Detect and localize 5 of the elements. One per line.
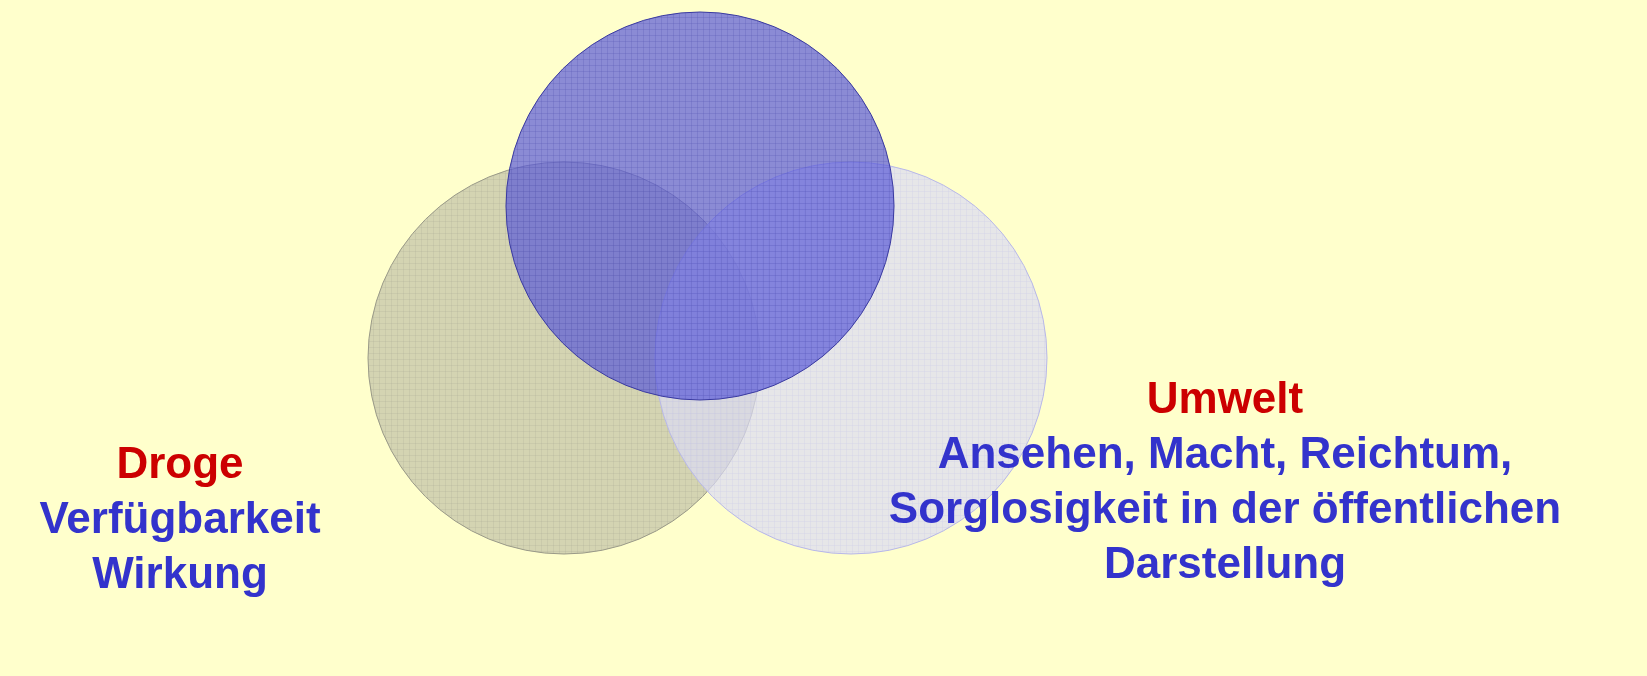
heading: Umwelt bbox=[1145, 372, 1305, 424]
text-label: Ansehen, Macht, Reichtum, Sorglosigkeit in der öffentlichen Darstellung bbox=[887, 427, 1563, 589]
text-label: Wirkung bbox=[91, 547, 269, 599]
heading: Droge bbox=[115, 437, 245, 489]
text-label: Verfügbarkeit bbox=[38, 492, 322, 544]
